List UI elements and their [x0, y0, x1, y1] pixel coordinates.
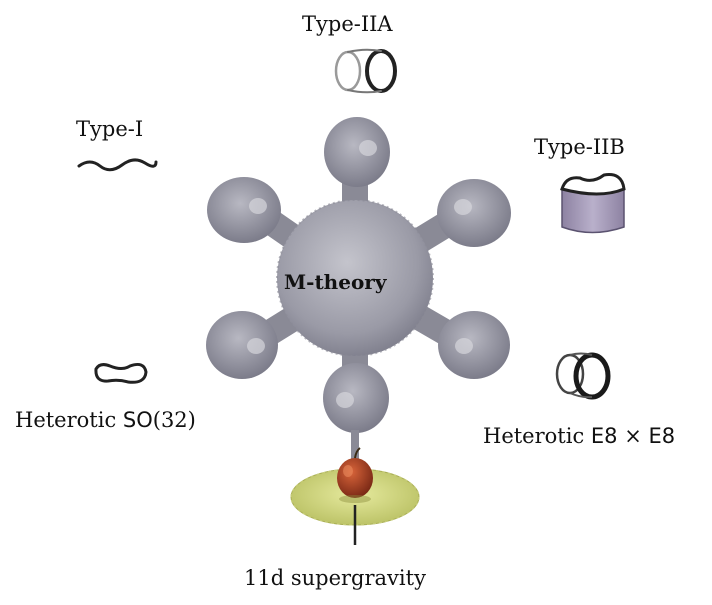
m-theory-label: M-theory	[284, 270, 386, 294]
lobe-bottom	[323, 363, 389, 433]
heterotic-e8-group-a: E8	[591, 424, 618, 448]
heterotic-e8-prefix: Heterotic	[483, 424, 591, 448]
heterotic-so32-suffix: (32)	[153, 408, 196, 432]
type-iia-label: Type-IIA	[302, 12, 393, 36]
heterotic-so32-prefix: Heterotic	[15, 408, 123, 432]
type-iib-string-icon	[562, 175, 624, 233]
lobe-lower-left	[206, 311, 278, 379]
heterotic-so32-group: SO	[123, 408, 153, 432]
type-iia-string-icon	[336, 50, 395, 93]
heterotic-so32-label: Heterotic SO(32)	[15, 408, 196, 432]
type-iib-label: Type-IIB	[534, 135, 625, 159]
heterotic-e8-string-icon	[557, 354, 608, 398]
heterotic-e8-label: Heterotic E8 × E8	[483, 424, 675, 448]
heterotic-e8-group-b: E8	[648, 424, 675, 448]
type-i-label: Type-I	[76, 117, 143, 141]
lobe-upper-left	[207, 177, 281, 243]
heterotic-e8-times: ×	[618, 424, 649, 448]
lobe-lower-right	[438, 311, 510, 379]
supergravity-label: 11d supergravity	[244, 566, 426, 590]
type-i-string-icon	[79, 160, 156, 170]
heterotic-so32-string-icon	[96, 364, 146, 382]
supergravity-apple-icon	[291, 448, 419, 545]
lobe-top	[324, 117, 390, 187]
lobe-upper-right	[437, 179, 511, 247]
